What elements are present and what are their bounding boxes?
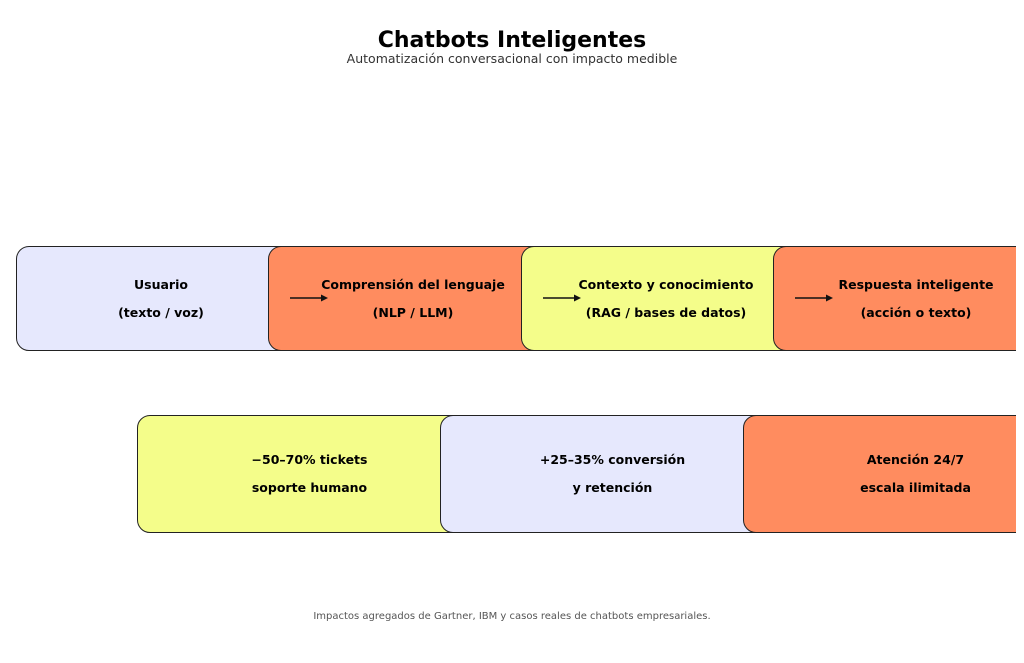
impact-availability-line2: escala ilimitada	[860, 480, 971, 495]
flow-step-response-line2: (acción o texto)	[860, 304, 972, 320]
flow-step-context-line2: (RAG / bases de datos)	[585, 304, 747, 320]
flow-arrow-3	[795, 294, 833, 302]
diagram-subtitle: Automatización conversacional con impact…	[346, 51, 678, 66]
flow-arrow-2	[543, 294, 581, 302]
impact-tickets: −50–70% tickets soporte humano	[137, 415, 482, 533]
flow-arrow-1	[290, 294, 328, 302]
flow-step-user-line2: (texto / voz)	[118, 304, 204, 320]
impact-conversion-line2: y retención	[572, 480, 653, 495]
flow-step-user-line1: Usuario	[134, 276, 188, 292]
flow-step-response-line1: Respuesta inteligente	[838, 276, 994, 292]
impact-conversion: +25–35% conversión y retención	[440, 415, 785, 533]
flow-step-understanding-line2: (NLP / LLM)	[372, 304, 454, 320]
impact-availability: Atención 24/7 escala ilimitada	[743, 415, 1016, 533]
flow-step-context-line1: Contexto y conocimiento	[578, 276, 754, 292]
impact-conversion-line1: +25–35% conversión	[539, 452, 686, 467]
flow-step-user: Usuario (texto / voz)	[16, 246, 306, 351]
impact-tickets-line1: −50–70% tickets	[251, 452, 368, 467]
impact-availability-line1: Atención 24/7	[866, 452, 965, 467]
flow-step-understanding-line1: Comprensión del lenguaje	[321, 276, 505, 292]
source-note: Impactos agregados de Gartner, IBM y cas…	[313, 611, 711, 622]
diagram-title: Chatbots Inteligentes	[377, 28, 647, 53]
impact-tickets-line2: soporte humano	[251, 480, 368, 495]
